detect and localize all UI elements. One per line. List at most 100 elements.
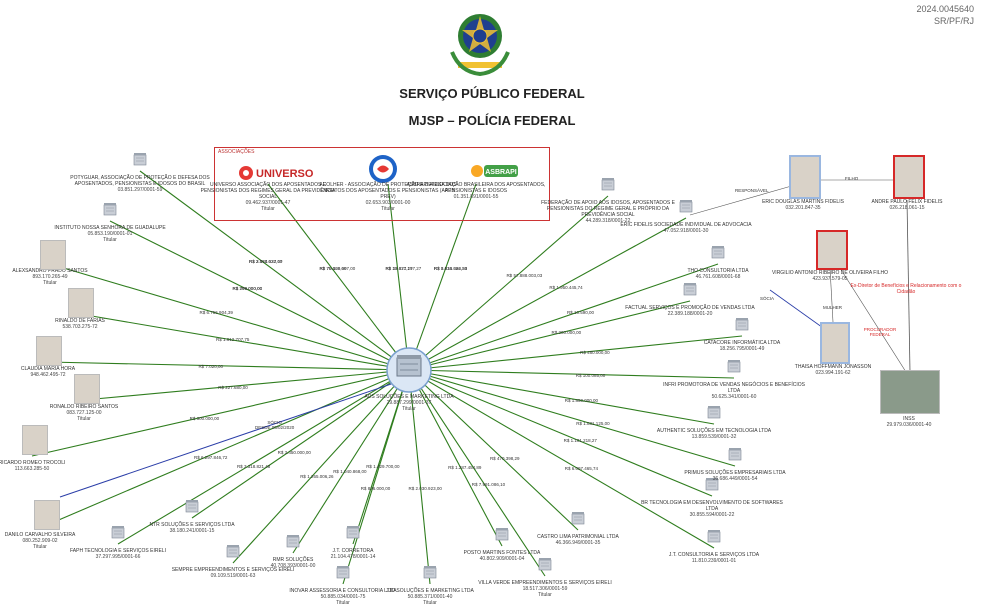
- transfer-edge: [408, 335, 743, 371]
- company-node[interactable]: CASTRO LIMA PATRIMONIAL LTDA 46.366.949/…: [503, 534, 653, 546]
- transfer-amount-label: R$ 1.850.000,00: [564, 397, 599, 403]
- node-id: 50.885.034/0001-75: [320, 594, 366, 600]
- company-node[interactable]: INFRI PROMOTORA DE VENDAS NEGÓCIOS E BEN…: [659, 382, 809, 400]
- node-id: 38.180.241/0001-15: [169, 528, 215, 534]
- company-node[interactable]: CATACORE INFORMÁTICA LTDA 18.256.795/000…: [667, 340, 817, 352]
- node-tag: Titular: [43, 280, 57, 286]
- company-building-icon: [735, 318, 749, 331]
- node-id: 21.104.478/0001-14: [330, 554, 376, 560]
- company-node[interactable]: FACTUAL SERVIÇOS E PROMOÇÃO DE VENDAS LT…: [615, 305, 765, 317]
- company-building-icon: [103, 203, 117, 216]
- transfer-edge: [408, 369, 579, 531]
- node-id: 423.937.579-05: [812, 276, 848, 282]
- node-id: 13.859.539/0001-32: [691, 434, 737, 440]
- association-node[interactable]: UNIVERSO ASSOCIAÇÃO DOS APOSENTADOS E PE…: [193, 182, 343, 212]
- transfer-amount-label: R$ 200.000,00: [551, 330, 582, 336]
- node-name: INOVAR ASSESSORIA E CONSULTORIA LTDA: [289, 588, 397, 594]
- person-photo: [36, 336, 62, 366]
- inss-building-photo: [880, 370, 940, 414]
- associations-box: [214, 147, 550, 221]
- node-name: AUTHENTIC SOLUÇÕES EM TECNOLOGIA LTDA: [656, 428, 772, 434]
- company-building-icon: [683, 283, 697, 296]
- transfer-edge: [232, 369, 410, 564]
- node-name: ERIC FIDELIS SOCIEDADE INDIVIDUAL DE ADV…: [620, 222, 752, 228]
- company-building-icon: [286, 535, 300, 548]
- transfer-amount-label: R$ 6.297.846,72: [194, 455, 228, 461]
- doc-number-text: 2024.0045640: [916, 4, 974, 14]
- person-photo: [74, 374, 100, 404]
- transfer-edge: [408, 369, 735, 379]
- transfer-amount-label: R$ 2.030.923,00: [408, 485, 442, 491]
- node-id: 09.462.937/0001-47: [245, 200, 291, 206]
- company-node[interactable]: AUTHENTIC SOLUÇÕES EM TECNOLOGIA LTDA 13…: [639, 428, 789, 440]
- person-node[interactable]: INSS 29.979.036/0001-40: [834, 416, 984, 428]
- person-photo: [816, 230, 848, 270]
- association-node[interactable]: ASBRAPI ASSOCIAÇÃO BRASILEIRA DOS APOSEN…: [401, 182, 551, 200]
- node-id: 29.887.299/0001-37: [386, 400, 432, 406]
- person-node[interactable]: RICARDO ROMEO TROCOLI 113.663.285-50: [0, 460, 107, 472]
- company-node[interactable]: SEMPRE EMPREENDIMENTOS E SERVIÇOS EIRELI…: [158, 567, 308, 579]
- company-node[interactable]: Federação de Apoio Aos Idosos, Aposentad…: [533, 200, 683, 224]
- node-id: 50.885.371/0001-40: [407, 594, 453, 600]
- company-building-icon: [185, 500, 199, 513]
- company-node[interactable]: PRIMUS SOLUÇÕES EMPRESARIAIS LTDA 36.686…: [660, 470, 810, 482]
- transfer-edge: [139, 170, 410, 371]
- company-node[interactable]: BR TECNOLOGIA EM DESENVOLVIMENTO DE SOFT…: [637, 500, 787, 518]
- node-id: 032.201.847-35: [785, 205, 821, 211]
- company-node[interactable]: ERIC FIDELIS SOCIEDADE INDIVIDUAL DE ADV…: [611, 222, 761, 234]
- company-node[interactable]: INSTITUTO NOSSA SENHORA DE GUADALUPE 05.…: [35, 225, 185, 243]
- company-building-icon: [423, 566, 437, 579]
- transfer-edge: [408, 369, 715, 549]
- person-node[interactable]: ERIC DOUGLAS MARTINS FIDELIS 032.201.847…: [728, 199, 878, 211]
- person-photo: [820, 322, 850, 364]
- node-id: 40.708.393/0001-00: [270, 563, 316, 569]
- coat-of-arms-seal: [450, 14, 510, 77]
- company-node[interactable]: VILLA VERDE EMPREENDIMENTOS E SERVIÇOS E…: [470, 580, 620, 598]
- node-id: 11.810.239/0001-01: [691, 558, 737, 564]
- node-id: 30.855.594/0001-22: [689, 512, 735, 518]
- company-node[interactable]: POSTO MARTINS FONTES LTDA 40.802.909/000…: [427, 550, 577, 562]
- company-node[interactable]: RMR SOLUÇÕES 40.708.393/0001-00: [218, 557, 368, 569]
- person-node[interactable]: VIRGILIO ANTONIO RIBEIRO DE OLIVEIRA FIL…: [755, 270, 905, 282]
- center-company-node[interactable]: ADS SOLUÇÕES E MARKETING LTDA 29.887.299…: [334, 394, 484, 412]
- node-id: 01.351.891/0001-55: [453, 194, 499, 200]
- person-node[interactable]: CLAUDIA MARIA HORA 948.462.495-72: [0, 366, 123, 378]
- transfer-amount-label: R$ 70.129.697,00: [319, 265, 356, 271]
- transfer-edge: [408, 369, 736, 467]
- transfer-amount-label: R$ 10.590,00: [566, 309, 594, 315]
- transfer-amount-label: R$ 1.101.218,27: [563, 437, 597, 443]
- company-node[interactable]: NTR SOLUÇÕES E SERVIÇOS LTDA 38.180.241/…: [117, 522, 267, 534]
- transfer-amount-label: R$ 6.097.465,74: [564, 466, 599, 472]
- company-node[interactable]: POTYGUAR, ASSOCIAÇÃO DE PROTEÇÃO E DEFES…: [65, 175, 215, 193]
- company-node[interactable]: FAPH TECNOLOGIA E SERVIÇOS EIRELI 37.297…: [43, 548, 193, 560]
- person-node[interactable]: RINALDO DE FARIAS 538.703.275-72: [5, 318, 155, 330]
- partner-edge: [59, 381, 398, 498]
- transfer-amount-label: R$ 1.287.454,89: [448, 465, 482, 470]
- association-node[interactable]: ACOLHER - ASSOCIAÇÃO DE PROTEÇÃO E DEFES…: [313, 182, 463, 212]
- node-id: 09.109.519/0001-63: [210, 573, 256, 579]
- node-name: THO CONSULTORIA LTDA: [687, 268, 749, 274]
- company-building-icon: [601, 178, 615, 191]
- node-name: NTR SOLUÇÕES E SERVIÇOS LTDA: [149, 522, 235, 528]
- person-node[interactable]: THAISA HOFFMANN JONASSON 023.994.191-62: [758, 364, 908, 376]
- relation-label-mulher: MULHER: [823, 305, 843, 310]
- transfer-edge: [79, 313, 410, 371]
- node-name: INFRI PROMOTORA DE VENDAS NEGÓCIOS E BEN…: [663, 382, 805, 394]
- company-node[interactable]: THO CONSULTORIA LTDA 46.761.608/0001-68: [643, 268, 793, 280]
- company-node[interactable]: INOVAR ASSESSORIA E CONSULTORIA LTDA 50.…: [268, 588, 418, 606]
- person-photo: [789, 155, 821, 199]
- asbrapi-logo-text: ASBRAPI: [485, 169, 517, 176]
- relation-label-responsavel: RESPONSÁVEL: [735, 188, 769, 193]
- company-node[interactable]: JJO SOLUÇÕES E MARKETING LTDA 50.885.371…: [355, 588, 505, 606]
- transfer-edge: [387, 183, 410, 371]
- company-node[interactable]: J.T. CORRETORA 21.104.478/0001-14: [278, 548, 428, 560]
- node-id: 113.663.285-50: [14, 466, 50, 472]
- transfer-amount-label: R$ 39.677.177,27: [385, 265, 422, 271]
- transfer-amount-label: R$ 470.398,29: [489, 456, 520, 462]
- transfer-edge: [292, 369, 410, 554]
- company-node[interactable]: J.T. CONSULTORIA E SERVIÇOS LTDA 11.810.…: [639, 552, 789, 564]
- person-node[interactable]: ANDRE PAULO FELIX FIDELIS 026.218.061-15: [832, 199, 982, 211]
